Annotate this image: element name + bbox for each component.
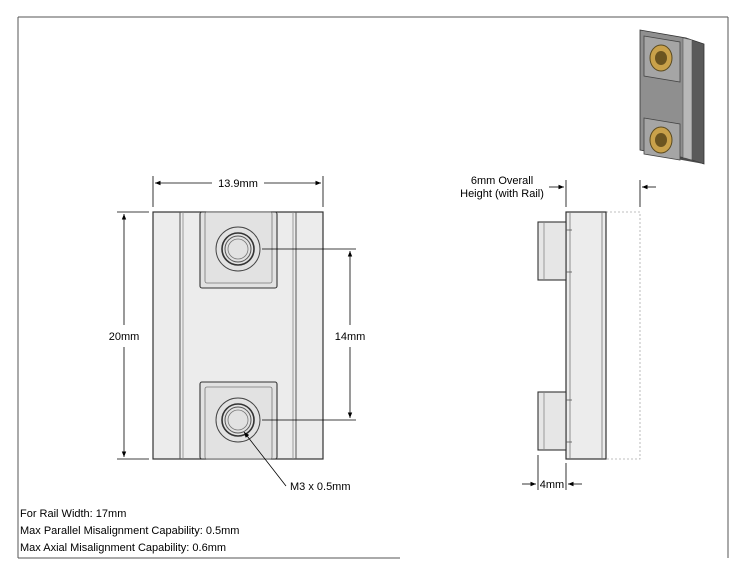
side-plate	[565, 211, 607, 460]
dim-height	[117, 211, 149, 460]
sheet-border	[17, 16, 729, 559]
isometric-view	[639, 29, 705, 165]
rail-phantom	[605, 211, 641, 460]
thread-label: M3 x 0.5mm	[290, 481, 351, 493]
note-axial-misalignment: Max Axial Misalignment Capability: 0.6mm	[20, 542, 227, 554]
dim-width-label: 13.9mm	[218, 178, 258, 190]
side-boss-bottom	[537, 391, 567, 451]
threaded-hole-top	[215, 226, 261, 272]
thread-leader	[243, 431, 287, 487]
dim-overall-height-label-2: Height (with Rail)	[460, 188, 544, 200]
dim-width	[152, 176, 324, 207]
dim-height-label: 20mm	[109, 331, 140, 343]
note-parallel-misalignment: Max Parallel Misalignment Capability: 0.…	[20, 525, 240, 537]
dim-hole-spacing	[262, 248, 356, 421]
boss-bottom	[199, 381, 278, 460]
side-boss-top	[537, 221, 567, 281]
threaded-hole-bottom	[215, 397, 261, 443]
front-view: 13.9mm 20mm 14mm M3 x 0.5mm	[109, 176, 366, 493]
dim-hole-spacing-label: 14mm	[335, 331, 366, 343]
side-view: 6mm Overall Height (with Rail) 4mm	[460, 175, 656, 491]
dim-overall-height-label-1: 6mm Overall	[471, 175, 533, 187]
dim-thickness	[522, 455, 582, 490]
dim-overall-height	[549, 180, 656, 207]
boss-top	[199, 211, 278, 289]
note-rail-width: For Rail Width: 17mm	[20, 508, 127, 520]
dim-thickness-label: 4mm	[540, 479, 564, 491]
